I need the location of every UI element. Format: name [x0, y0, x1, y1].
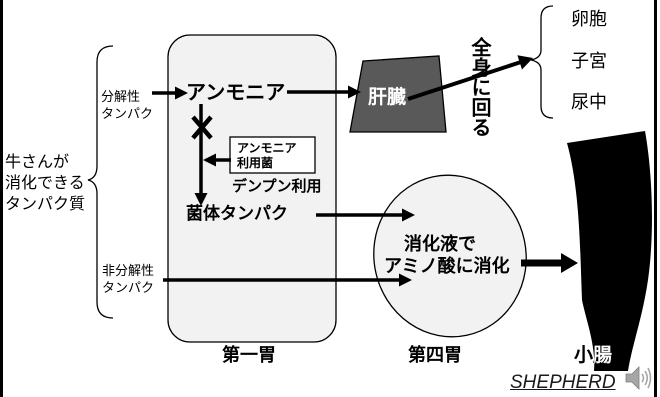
speaker-icon[interactable] — [624, 364, 654, 392]
digestible-protein-label: 牛さんが 消化できる タンパク質 — [5, 151, 85, 214]
rumen-label: 第一胃 — [222, 345, 276, 366]
liver-label: 肝臓 — [368, 86, 407, 108]
arrow-head — [517, 55, 533, 70]
arrow-undegradable-to-abomasum — [163, 273, 412, 287]
sound-wave — [644, 370, 649, 386]
left-border — [0, 0, 3, 397]
small-intestine-label: 小腸 — [574, 344, 613, 366]
arrow-head — [175, 86, 188, 100]
ammonia-bacteria-label: アンモニア 利用菌 — [237, 141, 297, 171]
speaker-body — [625, 366, 640, 390]
small-intestine-shape — [567, 131, 652, 371]
cross-stroke — [191, 115, 213, 140]
ammonia-bacteria-box — [229, 136, 316, 174]
starch-bacteria-label: デンプン利用 — [232, 177, 322, 195]
abomasum-description-line: 消化液で — [404, 234, 476, 255]
arrow-ammonia-to-liver — [287, 85, 361, 99]
arrow-abomasum-to-intestine — [521, 253, 578, 273]
ammonia-bacteria-line: アンモニア — [237, 141, 297, 155]
digestible-protein-line: 消化できる — [5, 173, 85, 192]
sound-wave — [647, 367, 652, 389]
ammonia-bacteria-line: 利用菌 — [237, 156, 274, 170]
brand-logo-text: SHEPHERD — [510, 372, 616, 393]
degradable-protein-line: 分解性 — [101, 90, 141, 105]
destination-urine: 尿中 — [571, 92, 607, 113]
digestible-protein-line: 牛さんが — [5, 152, 70, 171]
abomasum-description-line: アミノ酸に消化 — [384, 256, 510, 277]
right-border — [654, 0, 657, 397]
arrow-head — [399, 273, 412, 287]
ammonia-label: アンモニア — [186, 80, 286, 104]
arrow-microbial-protein-to-abomasum — [316, 208, 415, 222]
circulation-label: 全身に回る — [468, 37, 492, 137]
destination-follicle: 卵胞 — [571, 9, 607, 30]
undegradable-protein-label: 非分解性 タンパク — [102, 263, 154, 297]
arrow-head — [402, 208, 415, 222]
arrow-head — [561, 253, 578, 273]
degradable-protein-line: タンパク — [101, 107, 154, 122]
digestible-protein-line: タンパク質 — [5, 194, 86, 213]
arrow-bacteria-to-pathway — [203, 153, 231, 167]
arrow-liver-to-body — [407, 55, 533, 101]
arrow-shaft — [407, 60, 522, 101]
arrow-head — [194, 193, 208, 206]
cross-mark-icon — [191, 115, 213, 140]
abomasum-description: 消化液で アミノ酸に消化 — [384, 234, 510, 278]
sound-wave — [641, 373, 645, 383]
digestible-protein-brace — [87, 45, 114, 319]
destinations-brace — [530, 5, 554, 119]
liver-shape — [349, 55, 447, 133]
arrow-ammonia-to-microbial-protein — [194, 104, 208, 206]
arrow-degradable-to-ammonia — [152, 86, 188, 100]
undegradable-protein-line: 非分解性 — [102, 264, 155, 279]
degradable-protein-label: 分解性 タンパク — [101, 89, 153, 123]
arrow-head — [203, 153, 216, 167]
destination-uterus: 子宮 — [571, 51, 607, 72]
rumen-chamber — [167, 34, 337, 343]
microbial-protein-label: 菌体タンパク — [186, 204, 288, 224]
undegradable-protein-line: タンパク — [102, 281, 155, 296]
abomasum-label: 第四胃 — [408, 345, 462, 366]
arrow-head — [348, 85, 361, 99]
